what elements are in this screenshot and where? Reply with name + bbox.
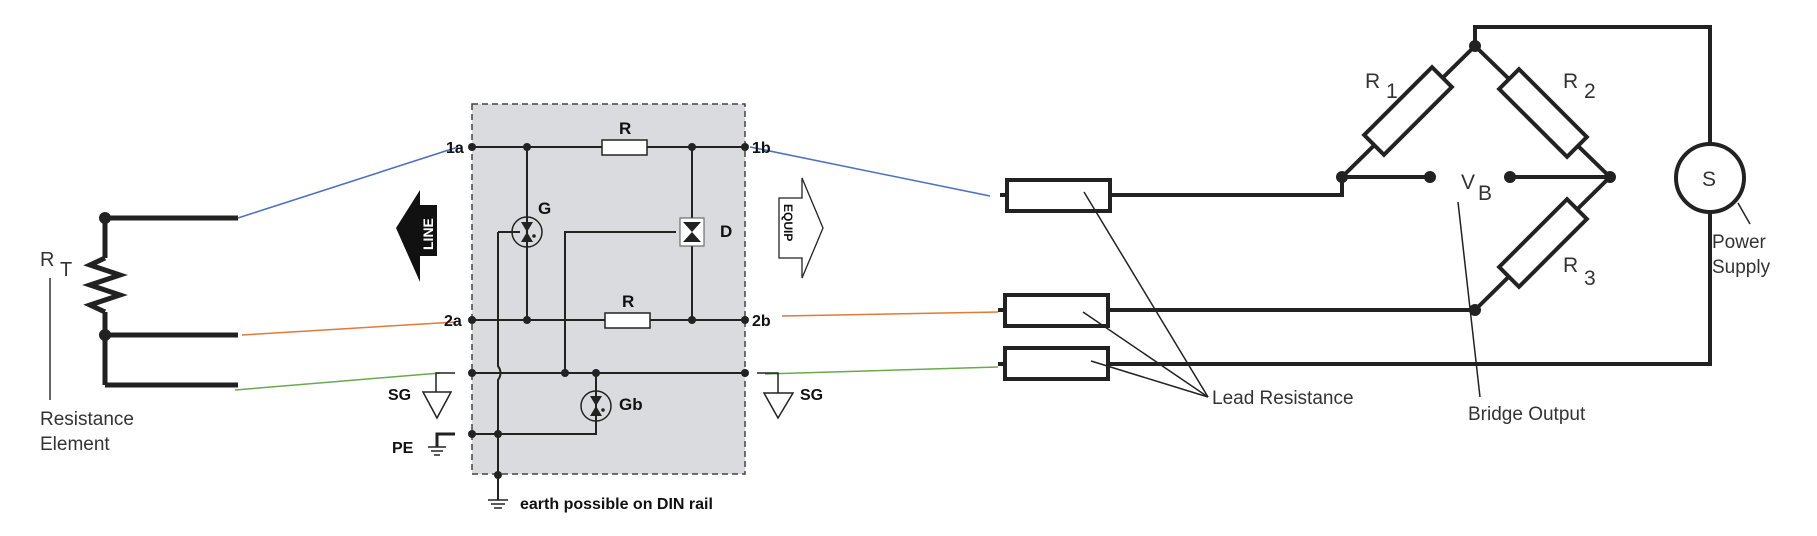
power-supply-s: S — [1702, 168, 1716, 191]
wire-orange-line — [241, 321, 457, 336]
r2-label: R — [1563, 70, 1578, 93]
lead-resistors — [1003, 178, 1112, 381]
r3-sub: 3 — [1584, 267, 1596, 290]
bridge-output-pointer — [1457, 201, 1481, 398]
resistor-bottom — [604, 312, 651, 329]
sensor-caption-2: Element — [40, 434, 110, 455]
wire-green-equip — [764, 366, 999, 375]
lead-resistance-pointers — [1082, 191, 1209, 398]
pe-label: PE — [392, 440, 414, 457]
sensor-wire-top — [102, 215, 238, 238]
r1-sub: 1 — [1386, 80, 1398, 103]
sensor-caption-1: Resistance — [40, 409, 134, 430]
bridge-r2 — [1496, 66, 1590, 160]
diode-label: D — [720, 222, 732, 241]
power-supply-symbol — [1674, 142, 1746, 214]
r1-label: R — [1365, 70, 1380, 93]
gas-tube-gb-label: Gb — [619, 395, 643, 414]
diode-d — [679, 217, 705, 247]
sg-right-label: SG — [800, 387, 823, 404]
protector-nodes — [468, 143, 749, 479]
sensor-node-mid — [99, 329, 111, 341]
lead-resistor-3 — [1003, 346, 1110, 381]
sensor-zigzag — [82, 255, 128, 315]
r2-sub: 2 — [1584, 80, 1596, 103]
rt-sub: T — [60, 259, 72, 281]
rt-label: R — [40, 249, 54, 271]
lead-resistor-2 — [1003, 293, 1110, 328]
vb-sub: B — [1478, 182, 1492, 205]
bridge-output-label: Bridge Output — [1468, 404, 1586, 425]
earth-note: earth possible on DIN rail — [520, 496, 713, 513]
bridge-r3 — [1496, 196, 1590, 290]
vb-label: V — [1461, 171, 1475, 194]
resistance-element — [82, 215, 238, 388]
line-arrow-icon: LINE — [396, 190, 437, 282]
wire-orange-equip — [781, 311, 999, 317]
terminal-2b: 2b — [752, 313, 771, 330]
gas-tube-gb — [580, 390, 612, 422]
earth-symbol — [488, 487, 508, 509]
sg-left-symbol — [421, 372, 455, 420]
resistor-top-label: R — [619, 119, 631, 138]
lead-resistance-label: Lead Resistance — [1212, 388, 1354, 409]
gas-tube-g-label: G — [538, 199, 551, 218]
resistor-bottom-label: R — [622, 292, 634, 311]
bridge-r1 — [1361, 64, 1455, 158]
power-supply-pointer — [1737, 202, 1751, 225]
line-arrow-label: LINE — [420, 218, 436, 250]
pe-ground-symbol — [428, 432, 455, 456]
wire-blue-equip — [749, 146, 991, 197]
bridge-nodes — [1336, 40, 1616, 316]
sg-left-label: SG — [388, 387, 411, 404]
power-supply-label-2: Supply — [1712, 257, 1771, 278]
wire-blue-line — [237, 146, 459, 219]
terminal-2a: 2a — [444, 313, 462, 330]
bridge-resistors — [1361, 64, 1590, 290]
lead-resistor-1 — [1005, 178, 1112, 213]
equip-arrow-icon: EQUIP — [778, 177, 824, 279]
terminal-1b: 1b — [752, 140, 771, 157]
power-supply-label-1: Power — [1712, 232, 1767, 253]
wire-green-line — [234, 372, 441, 391]
protector-module — [471, 103, 746, 475]
resistor-top — [601, 139, 648, 156]
gas-tube-g — [511, 216, 543, 248]
r3-label: R — [1563, 254, 1578, 277]
equip-arrow-label: EQUIP — [781, 204, 795, 241]
terminal-1a: 1a — [446, 140, 464, 157]
sg-right-symbol — [757, 372, 795, 420]
sensor-node-top — [99, 212, 111, 224]
